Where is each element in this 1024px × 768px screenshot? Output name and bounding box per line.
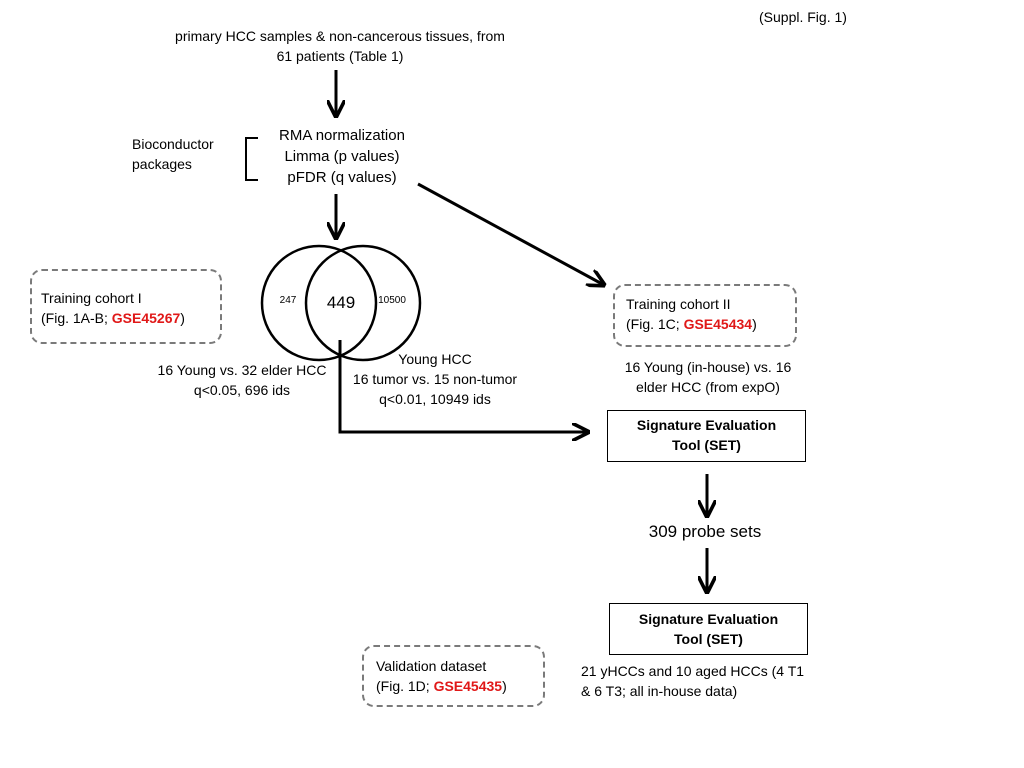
cohort-2-caption-line-1: 16 Young (in-house) vs. 16 bbox=[624, 359, 792, 375]
venn-right-caption: Young HCC 16 tumor vs. 15 non-tumor q<0.… bbox=[335, 349, 535, 409]
validation-accession: GSE45435 bbox=[433, 678, 503, 694]
training-cohort-2-text: Training cohort II (Fig. 1C; GSE45434) bbox=[626, 294, 757, 334]
venn-right-circle bbox=[304, 244, 422, 362]
processing-line-2: Limma (p values) bbox=[284, 148, 400, 165]
arrow-overlap-to-set bbox=[338, 340, 588, 432]
training-cohort-2-accession: GSE45434 bbox=[683, 316, 753, 332]
set-box-1-line-1: Signature Evaluation bbox=[636, 417, 777, 433]
source-line-1: primary HCC samples & non-cancerous tiss… bbox=[175, 28, 505, 44]
set-box-2-line-1: Signature Evaluation bbox=[638, 611, 779, 627]
venn-left-caption: 16 Young vs. 32 elder HCC q<0.05, 696 id… bbox=[142, 360, 342, 400]
probe-sets-label: 309 probe sets bbox=[648, 522, 762, 541]
training-cohort-1-text: Training cohort I (Fig. 1A-B; GSE45267) bbox=[41, 288, 185, 328]
training-cohort-2-box bbox=[613, 284, 797, 347]
set-box-2 bbox=[609, 603, 808, 655]
training-cohort-2-ref: (Fig. 1C; GSE45434) bbox=[626, 316, 757, 332]
suppl-fig-label: (Suppl. Fig. 1) bbox=[759, 9, 847, 25]
validation-dataset-box bbox=[362, 645, 545, 707]
venn-overlap-count: 449 bbox=[326, 293, 356, 312]
bioconductor-label: Bioconductor packages bbox=[132, 134, 214, 174]
set-box-1-text: Signature Evaluation Tool (SET) bbox=[607, 415, 806, 455]
venn-left-circle bbox=[260, 244, 378, 362]
set-box-1-line-2: Tool (SET) bbox=[672, 437, 741, 453]
cohort-2-caption-line-2: elder HCC (from expO) bbox=[636, 379, 780, 395]
set-box-2-text: Signature Evaluation Tool (SET) bbox=[609, 609, 808, 649]
venn-left-caption-line-2: q<0.05, 696 ids bbox=[193, 382, 291, 398]
set-box-2-line-2: Tool (SET) bbox=[674, 631, 743, 647]
validation-caption-line-1: 21 yHCCs and 10 aged HCCs (4 T1 bbox=[581, 663, 805, 679]
processing-steps: RMA normalization Limma (p values) pFDR … bbox=[242, 125, 442, 188]
validation-caption: 21 yHCCs and 10 aged HCCs (4 T1 & 6 T3; … bbox=[581, 661, 804, 701]
validation-dataset-title: Validation dataset bbox=[376, 658, 487, 674]
venn-left-caption-line-1: 16 Young vs. 32 elder HCC bbox=[157, 362, 327, 378]
training-cohort-1-accession: GSE45267 bbox=[111, 310, 181, 326]
source-description: primary HCC samples & non-cancerous tiss… bbox=[140, 26, 540, 66]
venn-right-count: 10500 bbox=[378, 295, 406, 306]
venn-left-count: 247 bbox=[279, 295, 297, 306]
set-box-1 bbox=[607, 410, 806, 462]
validation-dataset-ref: (Fig. 1D; GSE45435) bbox=[376, 678, 507, 694]
validation-dataset-text: Validation dataset (Fig. 1D; GSE45435) bbox=[376, 656, 507, 696]
bioconductor-line-2: packages bbox=[132, 156, 192, 172]
source-line-2: 61 patients (Table 1) bbox=[276, 48, 404, 64]
processing-line-3: pFDR (q values) bbox=[287, 169, 397, 186]
cohort-2-caption: 16 Young (in-house) vs. 16 elder HCC (fr… bbox=[598, 357, 818, 397]
bioconductor-line-1: Bioconductor bbox=[132, 136, 214, 152]
bioconductor-bracket bbox=[245, 137, 258, 181]
processing-line-1: RMA normalization bbox=[279, 127, 405, 144]
training-cohort-1-title: Training cohort I bbox=[41, 290, 142, 306]
validation-caption-line-2: & 6 T3; all in-house data) bbox=[581, 683, 738, 699]
venn-right-caption-line-3: q<0.01, 10949 ids bbox=[379, 391, 491, 407]
training-cohort-1-ref: (Fig. 1A-B; GSE45267) bbox=[41, 310, 185, 326]
venn-right-caption-line-2: 16 tumor vs. 15 non-tumor bbox=[352, 371, 518, 387]
venn-right-caption-line-1: Young HCC bbox=[398, 351, 472, 367]
training-cohort-2-title: Training cohort II bbox=[626, 296, 731, 312]
arrow-processing-to-cohort-2 bbox=[417, 182, 604, 285]
training-cohort-1-box bbox=[30, 269, 222, 344]
